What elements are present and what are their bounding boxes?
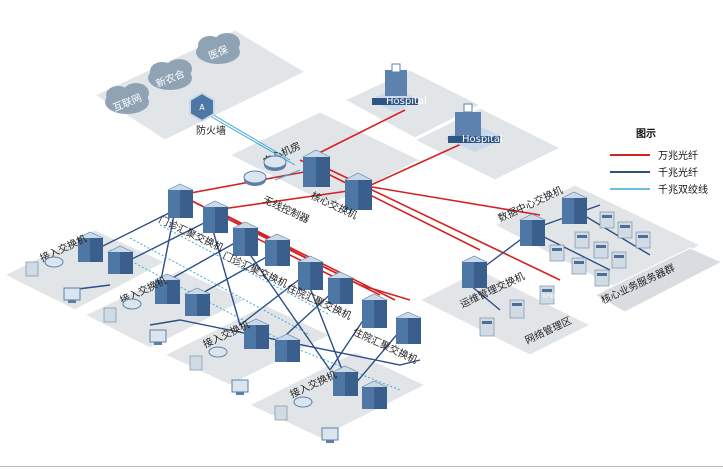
endpoint-icons-3 <box>189 346 249 395</box>
outpatient-agg-switch-icon-1 <box>167 183 194 218</box>
inpatient-agg-switch-icon-3 <box>361 293 388 328</box>
access-switch-icon-4 <box>332 365 388 409</box>
core-switch-icon-1 <box>302 149 331 187</box>
inpatient-agg-switch-icon-1 <box>297 255 324 290</box>
outpatient-agg-switch-icon-3 <box>232 221 259 256</box>
core-server-icons <box>549 211 651 287</box>
hospital-icon-b <box>445 103 505 152</box>
legend-label-1g-fiber: 千兆光纤 <box>658 166 698 179</box>
svg-text:A: A <box>199 103 205 112</box>
access-switch-icon-1 <box>77 231 134 274</box>
core-switch-icon-2 <box>344 172 373 210</box>
endpoint-icons-2 <box>103 298 167 345</box>
legend-title: 图示 <box>636 128 656 140</box>
legend-label-1g-twisted-pair: 千兆双绞线 <box>658 183 708 196</box>
access-switch-icon-3 <box>243 318 301 362</box>
wireless-controller-icon <box>243 155 287 186</box>
ops-switch-icon <box>461 255 488 288</box>
internet-cloud: 互联网 <box>105 83 149 114</box>
netmgmt-zone <box>418 269 592 356</box>
legend-label-10g-fiber: 万兆光纤 <box>658 149 698 162</box>
firewall-icon: A <box>189 91 215 123</box>
core-server-zone <box>593 247 723 313</box>
outpatient-agg-switch-icon-2 <box>202 200 229 233</box>
rfid-tag-label: RFID <box>543 294 555 300</box>
endpoint-icons-4 <box>274 396 339 443</box>
internet-zone <box>93 29 307 141</box>
inpatient-agg-switch-icon-4 <box>395 311 422 344</box>
datacenter-switch-icon-1 <box>519 213 546 246</box>
endpoint-icons-1 <box>25 256 81 303</box>
access-zone-2 <box>83 269 247 349</box>
bottom-divider <box>0 466 723 467</box>
hospital-icon-a <box>370 63 420 112</box>
legend: 图示 万兆光纤 千兆光纤 千兆双绞线 <box>610 128 708 196</box>
hospital-label-b: Hospital <box>462 134 503 145</box>
hospital-label-a: Hospital <box>386 96 427 107</box>
outpatient-agg-switch-icon-4 <box>264 233 291 266</box>
firewall-label: 防火墙 <box>196 124 226 137</box>
mgmt-server-icons <box>479 285 555 337</box>
insurance-cloud: 医保 <box>196 33 240 64</box>
inpatient-agg-switch-icon-2 <box>327 271 354 304</box>
access-switch-icon-2 <box>154 273 211 316</box>
datacenter-switch-icon-2 <box>561 191 588 224</box>
ncms-cloud: 新农合 <box>148 59 192 90</box>
